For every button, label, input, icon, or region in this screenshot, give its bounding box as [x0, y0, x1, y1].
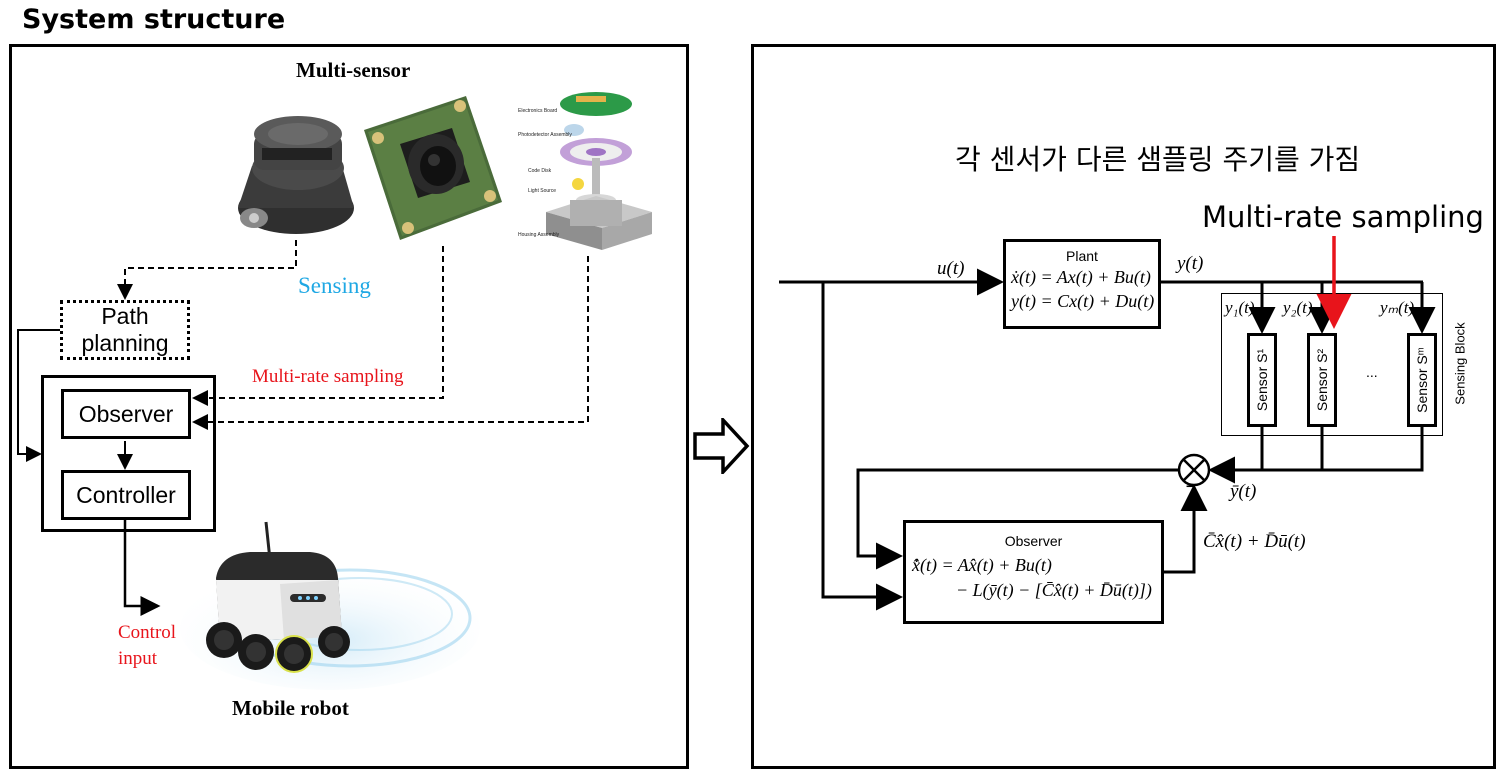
- encoder-label-housing: Housing Assembly: [518, 232, 560, 238]
- control-unit-frame: [41, 375, 216, 532]
- mobile-robot-image: [180, 521, 480, 690]
- lidar-sensor-image: [238, 116, 354, 234]
- path-planning-box: Path planning: [60, 300, 190, 360]
- feedback-label: C̄x̂(t) + D̄ū(t): [1203, 531, 1306, 552]
- multi-sensor-heading: Multi-sensor: [296, 58, 411, 82]
- u-signal-label: u(t): [937, 258, 965, 279]
- mobile-robot-label: Mobile robot: [232, 696, 349, 720]
- right-connections: [779, 236, 1436, 611]
- observer-eq-correction: − L(ȳ(t) − [C̄x̂(t) + D̄ū(t)]): [956, 580, 1152, 600]
- encoder-label-photodetector: Photodetector Assembly: [518, 132, 572, 138]
- plant-eq-state: ẋ(t) = Ax(t) + Bu(t): [1011, 267, 1151, 287]
- encoder-image: Electronics Board Photodetector Assembly…: [518, 92, 652, 250]
- korean-caption: 각 센서가 다른 샘플링 주기를 가짐: [955, 143, 1361, 176]
- right-observer-box: Observer x̂̇(t) = Ax̂(t) + Bu(t) − L(ȳ(t…: [903, 520, 1164, 624]
- sensor-ellipsis: ...: [1366, 364, 1378, 380]
- path-planning-label: Path planning: [81, 303, 169, 356]
- y1-label: y₁(t): [1225, 298, 1255, 317]
- y-signal-label: y(t): [1177, 253, 1204, 274]
- plant-box: Plant ẋ(t) = Ax(t) + Bu(t) y(t) = Cx(t) …: [1003, 239, 1161, 329]
- plant-title: Plant: [1066, 248, 1098, 264]
- right-panel: [751, 44, 1496, 769]
- encoder-part-labels: Electronics Board Photodetector Assembly…: [518, 108, 572, 238]
- left-observer-box: Observer: [61, 389, 191, 439]
- left-connections: [17, 240, 589, 616]
- y2-label: y₂(t): [1283, 298, 1313, 317]
- sensor-box-m: Sensor Sᵐ: [1407, 333, 1437, 427]
- sensing-block-frame: [1221, 293, 1443, 436]
- camera-board-image: [364, 96, 502, 240]
- right-observer-title: Observer: [1004, 533, 1063, 549]
- left-multi-rate-label: Multi-rate sampling: [252, 366, 404, 387]
- control-input-label: Control input: [118, 622, 177, 669]
- ym-label: yₘ(t): [1380, 298, 1415, 317]
- controller-box: Controller: [61, 470, 191, 520]
- observer-eq-state: x̂̇(t) = Ax̂(t) + Bu(t): [912, 555, 1052, 575]
- ybar-label: ȳ(t): [1230, 481, 1257, 502]
- right-multi-rate-label: Multi-rate sampling: [1202, 200, 1484, 234]
- encoder-label-electronics: Electronics Board: [518, 108, 557, 114]
- left-observer-label: Observer: [78, 400, 174, 427]
- page-title: System structure: [22, 4, 286, 35]
- sensing-label: Sensing: [298, 273, 371, 298]
- sensor-box-1: Sensor S¹: [1247, 333, 1277, 427]
- controller-label: Controller: [76, 481, 176, 508]
- sensor-box-2: Sensor S²: [1307, 333, 1337, 427]
- plant-eq-output: y(t) = Cx(t) + Du(t): [1011, 291, 1155, 311]
- encoder-label-light-source: Light Source: [528, 188, 556, 194]
- transition-arrow: [693, 418, 750, 474]
- encoder-label-code-disk: Code Disk: [528, 168, 552, 174]
